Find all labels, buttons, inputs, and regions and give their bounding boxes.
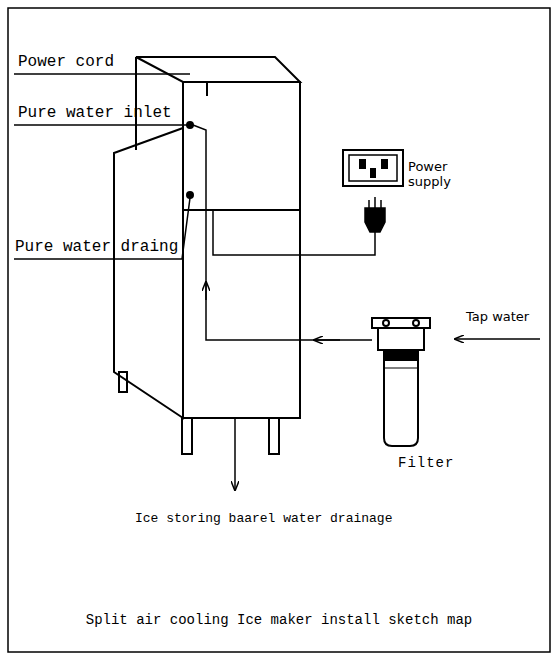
- part-label: Power supply: [408, 160, 454, 190]
- flow-arrow: [205, 282, 207, 300]
- flow-arrow: [314, 339, 340, 341]
- caption: Split air cooling Ice maker install sket…: [86, 612, 472, 628]
- part-label: Pure water inlet: [18, 104, 172, 122]
- water-filter: [372, 318, 430, 446]
- plug-symbol: [365, 197, 385, 232]
- tap-water-arrow: [455, 338, 540, 340]
- power-cable: [213, 210, 375, 255]
- part-label: Pure water draing: [15, 238, 178, 256]
- leader-line: [14, 73, 190, 75]
- water-pipe: [193, 125, 372, 340]
- power-outlet: [343, 150, 403, 186]
- leader-line: [14, 124, 187, 126]
- part-label: Power cord: [18, 53, 114, 71]
- part-label: Filter: [398, 455, 454, 471]
- note-label: Ice storing baarel water drainage: [135, 512, 392, 527]
- drainage-arrow: [234, 418, 236, 490]
- part-label: Tap water: [466, 310, 529, 325]
- leader-line: [14, 198, 190, 259]
- frame-border: [8, 8, 550, 652]
